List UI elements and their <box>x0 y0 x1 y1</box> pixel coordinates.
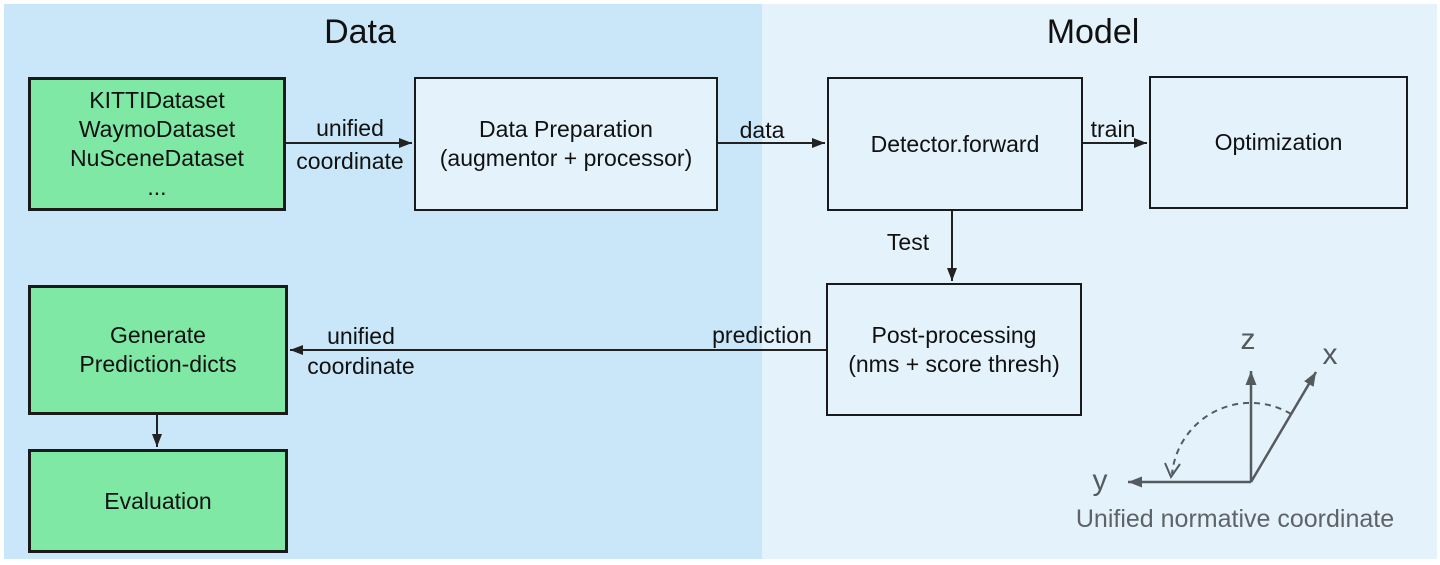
x-axis-label: x <box>1322 338 1338 371</box>
train-arrow-label: train <box>1090 116 1136 142</box>
coordinate-label-top: coordinate <box>296 148 404 174</box>
evaluation-box: Evaluation <box>28 449 288 553</box>
data-preparation-subtitle: (augmentor + processor) <box>439 145 693 171</box>
unified-label-top: unified <box>316 115 384 141</box>
y-axis-label: y <box>1092 464 1108 497</box>
unified-label-bottom: unified <box>327 323 395 349</box>
coordinate-label-bottom: coordinate <box>307 353 415 379</box>
generate-prediction-line: Prediction-dicts <box>79 351 237 377</box>
datasets-box: KITTIDataset WaymoDataset NuSceneDataset… <box>28 77 286 211</box>
post-processing-box: Post-processing (nms + score thresh) <box>826 283 1082 416</box>
datasets-line: WaymoDataset <box>78 116 236 142</box>
model-section-title: Model <box>1046 13 1140 51</box>
data-section-title: Data <box>324 13 396 51</box>
prediction-arrow-label: prediction <box>712 322 812 348</box>
generate-prediction-line: Generate <box>110 322 206 348</box>
test-arrow-label: Test <box>886 229 930 255</box>
post-processing-title: Post-processing <box>871 321 1037 348</box>
optimization-label: Optimization <box>1214 129 1343 155</box>
post-processing-subtitle: (nms + score thresh) <box>848 350 1060 377</box>
z-axis-label: z <box>1240 323 1256 356</box>
data-preparation-box: Data Preparation (augmentor + processor) <box>414 77 718 211</box>
data-preparation-title: Data Preparation <box>479 116 653 142</box>
datasets-line-ellipsis: ... <box>147 174 167 200</box>
datasets-line: KITTIDataset <box>89 87 225 113</box>
data-arrow-label: data <box>739 117 785 143</box>
optimization-box: Optimization <box>1149 76 1408 209</box>
detector-forward-box: Detector.forward <box>827 77 1083 211</box>
generate-prediction-box: Generate Prediction-dicts <box>28 285 288 415</box>
evaluation-label: Evaluation <box>104 487 212 514</box>
detector-forward-label: Detector.forward <box>870 130 1040 157</box>
axes-caption: Unified normative coordinate <box>1075 505 1395 533</box>
datasets-line: NuSceneDataset <box>70 145 244 171</box>
